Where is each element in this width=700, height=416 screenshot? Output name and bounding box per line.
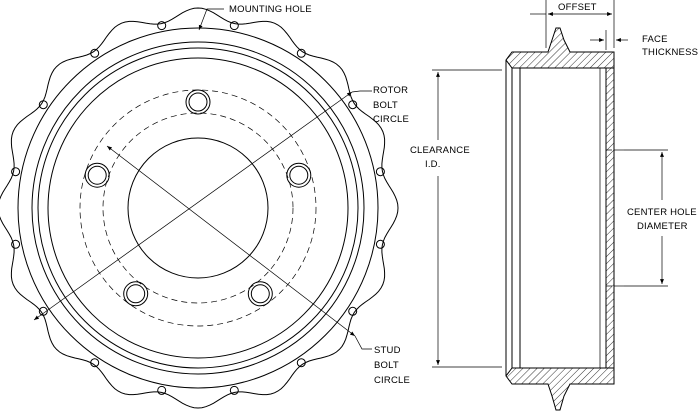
mounting-hole [229, 21, 239, 31]
outer-scalloped-edge [0, 7, 399, 409]
rotor-bolt-label-2: BOLT [373, 100, 398, 111]
outer-ring [17, 27, 379, 389]
stud-hole [126, 284, 146, 304]
drum-ring-1 [31, 41, 365, 375]
stud-hole [84, 162, 110, 188]
stud-hole [87, 165, 107, 185]
front-view: MOUNTING HOLE ROTOR BOLT CIRCLE STUD BOL… [0, 4, 410, 409]
stud-hole [250, 284, 270, 304]
drum-ring-2 [37, 47, 359, 369]
mounting-hole [11, 239, 21, 249]
offset-label: OFFSET [558, 2, 597, 13]
drum-ring-3 [47, 57, 349, 359]
stud-bolt-diameter-line [33, 91, 353, 321]
stud-hole [286, 162, 312, 188]
mounting-holes [11, 21, 385, 395]
center-hole-label-2: DIAMETER [637, 221, 688, 232]
rotor-bolt-leader [351, 90, 372, 93]
mounting-hole-label: MOUNTING HOLE [229, 4, 312, 15]
mounting-hole-leader [198, 8, 224, 31]
face-thickness-label-2: THICKNESS [642, 47, 698, 58]
mounting-hole [90, 48, 100, 58]
stud-hole [123, 281, 149, 307]
drum-top-section [505, 27, 615, 69]
stud-bolt-label-2: BOLT [374, 360, 399, 371]
drum-face-section [605, 67, 615, 369]
mounting-hole [229, 385, 239, 395]
mounting-hole [375, 239, 385, 249]
clearance-label-1: CLEARANCE [410, 145, 470, 156]
mounting-hole [296, 48, 306, 58]
face-thickness-label-1: FACE [642, 34, 668, 45]
mounting-hole [296, 358, 306, 368]
stud-bolt-label-3: CIRCLE [374, 375, 410, 386]
stud-bolt-label-1: STUD [374, 345, 401, 356]
clearance-label-2: I.D. [425, 159, 441, 170]
rotor-bolt-label-3: CIRCLE [373, 114, 409, 125]
mounting-hole [157, 21, 167, 31]
stud-hole [289, 165, 309, 185]
mounting-hole [157, 385, 167, 395]
stud-hole [185, 89, 211, 115]
stud-bolt-circle-line [102, 112, 294, 304]
mounting-hole [90, 358, 100, 368]
center-hole-label-1: CENTER HOLE [627, 207, 697, 218]
drum-bottom-section [505, 367, 615, 411]
stud-hole [247, 281, 273, 307]
stud-hole [188, 92, 208, 112]
mounting-hole [375, 167, 385, 177]
stud-holes [84, 89, 312, 307]
side-view: CLEARANCE I.D. CENTER HOLE DIAMETER OFFS… [410, 0, 698, 411]
rotor-bolt-label-1: ROTOR [373, 85, 408, 96]
stud-bolt-leader [354, 335, 372, 350]
mounting-hole [11, 167, 21, 177]
rotor-bolt-circle-line [79, 89, 317, 327]
center-hole [127, 137, 269, 279]
